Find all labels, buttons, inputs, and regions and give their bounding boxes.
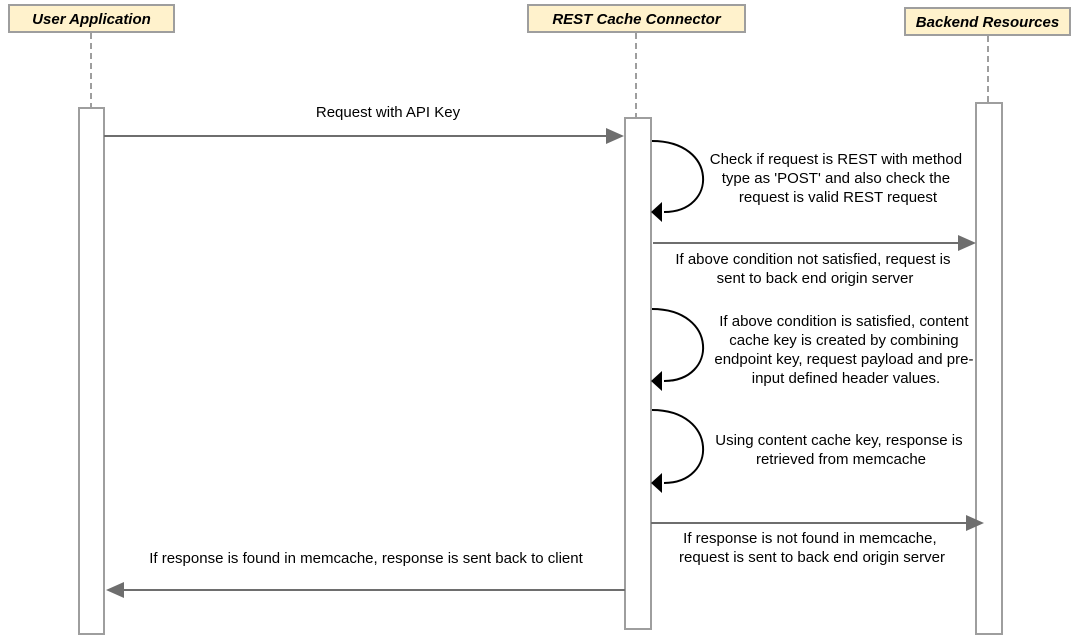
arrowhead: [651, 202, 662, 222]
arrowhead: [958, 235, 976, 251]
message-label-line: input defined header values.: [752, 370, 940, 387]
svg-text:If above condition not satisfi: If above condition not satisfied, reques…: [675, 251, 954, 287]
actor-label-backend: Backend Resources: [916, 14, 1059, 31]
arrowhead: [966, 515, 984, 531]
message-label-line: type as 'POST' and also check the: [722, 170, 950, 187]
activation-bar-backend: [975, 102, 1003, 635]
message-label-line: Using content cache key, response is: [715, 432, 962, 449]
svg-text:If above condition is satisfie: If above condition is satisfied, content…: [714, 313, 977, 387]
message-self-create-cache-key: If above condition is satisfied, content…: [651, 308, 977, 391]
message-label-line: If above condition not satisfied, reques…: [675, 251, 950, 268]
actor-connector: REST Cache Connector: [527, 4, 746, 33]
message-label-line: If response is found in memcache, respon…: [149, 550, 583, 567]
message-self-retrieve-memcache: Using content cache key, response is ret…: [651, 409, 967, 493]
arrowhead: [651, 473, 662, 493]
svg-text:If response is not found in me: If response is not found in memcache, re…: [679, 530, 945, 566]
message-label-line: If above condition is satisfied, content: [719, 313, 969, 330]
message-not-satisfied-to-backend: If above condition not satisfied, reques…: [653, 235, 976, 287]
message-not-found-to-backend: If response is not found in memcache, re…: [651, 515, 984, 566]
message-label-line: request is sent to back end origin serve…: [679, 549, 945, 566]
svg-text:Check if request is REST with: Check if request is REST with method typ…: [710, 151, 967, 206]
activation-bar-connector: [624, 117, 652, 630]
message-label-line: sent to back end origin server: [717, 270, 914, 287]
message-label-line: request is valid REST request: [739, 189, 938, 206]
message-label-line: retrieved from memcache: [756, 451, 926, 468]
message-label-line: If response is not found in memcache,: [683, 530, 936, 547]
actor-label-connector: REST Cache Connector: [552, 11, 722, 28]
svg-text:If response is found in memcac: If response is found in memcache, respon…: [149, 550, 583, 567]
message-request-api-key: Request with API Key: [104, 104, 624, 144]
message-label-line: Check if request is REST with method: [710, 151, 962, 168]
arrowhead: [606, 128, 624, 144]
svg-text:Using content cache key, respo: Using content cache key, response is ret…: [715, 432, 967, 468]
activation-bar-user: [78, 107, 105, 635]
arrowhead: [106, 582, 124, 598]
actor-user: User Application: [8, 4, 175, 33]
actor-backend: Backend Resources: [904, 7, 1071, 36]
message-label-line: Request with API Key: [316, 104, 461, 121]
arrowhead: [651, 371, 662, 391]
svg-text:Request with API Key: Request with API Key: [316, 104, 461, 121]
message-response-to-client: If response is found in memcache, respon…: [106, 550, 625, 598]
message-label-line: endpoint key, request payload and pre-: [714, 351, 973, 368]
actor-label-user: User Application: [32, 11, 151, 28]
message-label-line: cache key is created by combining: [729, 332, 958, 349]
message-self-check-rest: Check if request is REST with method typ…: [651, 140, 967, 222]
